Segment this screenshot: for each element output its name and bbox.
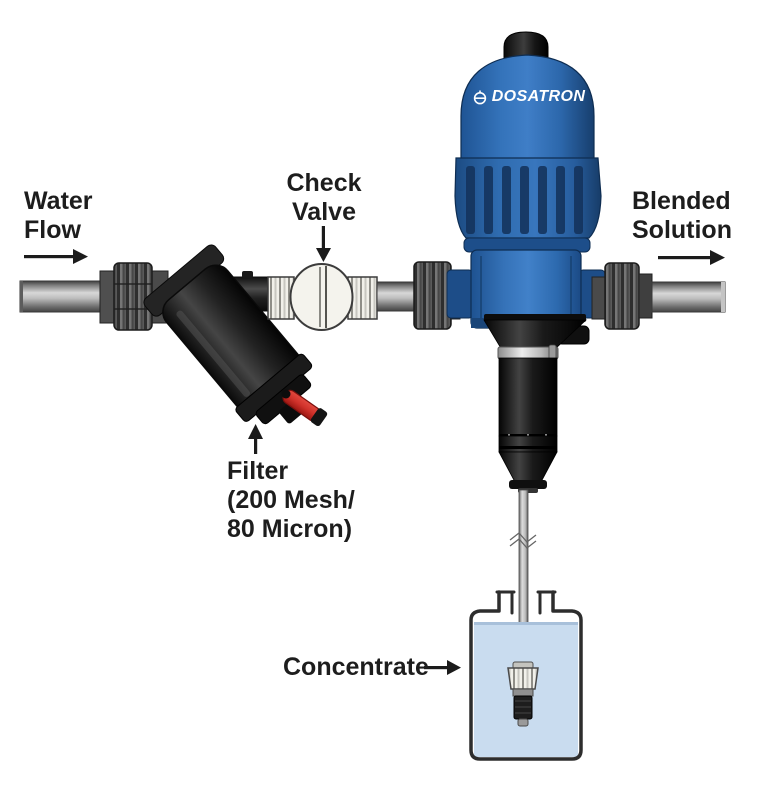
- water-inlet-pipe: [19, 280, 105, 313]
- filter-bowl: [143, 244, 313, 425]
- pump-brand-text: DOSATRON: [491, 88, 586, 105]
- suction-strainer: [507, 661, 539, 727]
- blended-solution-label: Blended Solution: [632, 187, 732, 244]
- water-flow-label: Water Flow: [24, 187, 93, 244]
- check-valve: [267, 263, 378, 331]
- union-nut-pump-outlet: [591, 262, 653, 330]
- concentrate-arrow-icon: [424, 660, 461, 675]
- pump-brand-logo: DOSATRON: [464, 87, 594, 107]
- water-flow-arrow-icon: [24, 249, 88, 264]
- filter-label: Filter (200 Mesh/ 80 Micron): [227, 457, 355, 543]
- injection-stem: [483, 314, 588, 493]
- filter-arrow-icon: [248, 424, 263, 454]
- check-valve-label: Check Valve: [286, 169, 362, 226]
- annotation-arrows: [24, 226, 725, 675]
- blended-solution-arrow-icon: [658, 250, 725, 265]
- dosatron-pump: [446, 31, 606, 345]
- tube-break-mark: [509, 532, 537, 549]
- y-filter: [143, 244, 328, 427]
- pump-inlet-port: [446, 269, 474, 319]
- pump-bell-ribs: [466, 166, 583, 234]
- check-valve-arrow-icon: [316, 226, 331, 262]
- concentrate-label: Concentrate: [283, 653, 429, 681]
- blended-solution-pipe: [651, 281, 726, 313]
- pipe-stub-inlet: [376, 281, 416, 312]
- pump-dome: [460, 54, 595, 171]
- drain-valve: [281, 389, 328, 427]
- dosatron-brand-mark-icon: [473, 90, 486, 104]
